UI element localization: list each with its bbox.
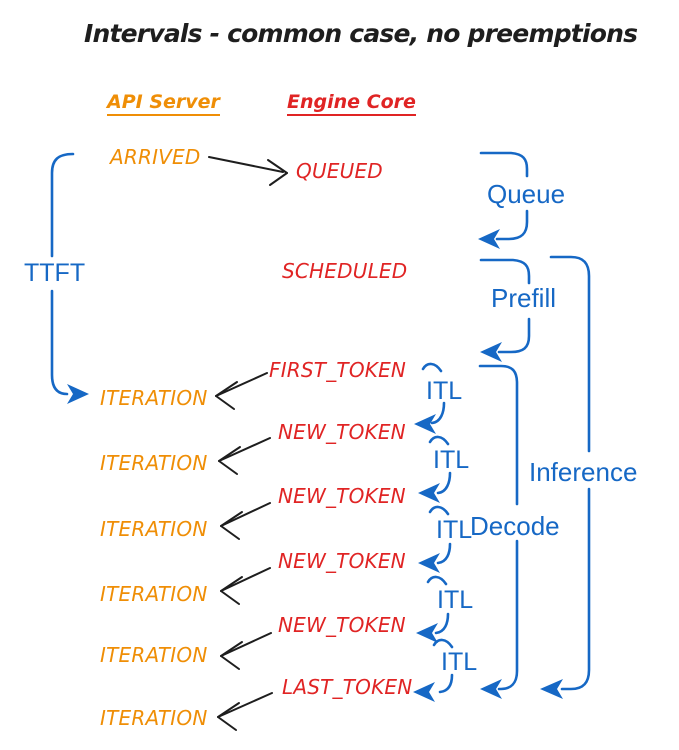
itl-arrowhead-icon — [416, 623, 438, 643]
engine-core-column-header: Engine Core — [287, 92, 416, 116]
itl-arrowhead-icon — [418, 483, 440, 503]
itl-bracket-4 — [416, 575, 450, 643]
event-first-token: FIRST_TOKEN — [269, 358, 407, 382]
event-iteration: ITERATION — [100, 517, 208, 541]
decode-arrowhead-icon — [480, 679, 502, 699]
arrow-new-token1-to-iteration — [218, 437, 271, 475]
interval-decode: Decode — [470, 511, 560, 541]
arrow-new-token3-to-iteration — [220, 567, 271, 605]
event-arrived: ARRIVED — [110, 145, 201, 169]
arrow-last-token-to-iteration — [217, 692, 273, 731]
event-new-token: NEW_TOKEN — [278, 484, 406, 508]
prefill-bracket — [479, 258, 531, 362]
arrow-new-token2-to-iteration — [220, 502, 271, 540]
diagram-title: Intervals - common case, no preemptions — [84, 19, 638, 48]
itl-bracket-5 — [413, 638, 454, 702]
ttft-arrowhead-icon — [67, 384, 89, 404]
event-iteration: ITERATION — [100, 706, 208, 730]
event-iteration: ITERATION — [100, 451, 208, 475]
queue-bracket — [478, 151, 529, 249]
interval-itl: ITL — [426, 377, 463, 405]
interval-itl: ITL — [436, 516, 473, 544]
inference-arrowhead-icon — [540, 679, 563, 699]
event-new-token: NEW_TOKEN — [278, 420, 406, 444]
ttft-bracket — [50, 152, 89, 404]
event-new-token: NEW_TOKEN — [278, 613, 406, 637]
event-new-token: NEW_TOKEN — [278, 549, 406, 573]
arrow-arrived-to-queued — [208, 156, 288, 186]
interval-itl: ITL — [437, 586, 474, 614]
itl-bracket-3 — [418, 505, 452, 573]
interval-itl: ITL — [433, 446, 470, 474]
itl-bracket-1 — [414, 362, 446, 434]
itl-arrowhead-icon — [414, 414, 436, 434]
arrow-new-token4-to-iteration — [220, 632, 272, 670]
itl-arrowhead-icon — [418, 553, 440, 573]
itl-arrowhead-icon — [413, 682, 435, 702]
event-scheduled: SCHEDULED — [282, 259, 408, 283]
event-queued: QUEUED — [296, 159, 383, 183]
arrow-first-token-to-iteration — [215, 372, 268, 410]
queue-arrowhead-icon — [478, 229, 500, 249]
event-iteration: ITERATION — [100, 386, 208, 410]
inference-bracket — [540, 255, 591, 699]
prefill-arrowhead-icon — [480, 342, 502, 362]
interval-ttft: TTFT — [24, 259, 86, 287]
interval-queue: Queue — [487, 179, 566, 209]
interval-prefill: Prefill — [491, 283, 557, 313]
interval-itl: ITL — [441, 648, 478, 676]
event-last-token: LAST_TOKEN — [282, 675, 413, 699]
interval-inference: Inference — [529, 457, 638, 487]
itl-bracket-2 — [418, 435, 452, 503]
event-iteration: ITERATION — [100, 643, 208, 667]
decode-bracket — [478, 364, 519, 699]
api-server-column-header: API Server — [107, 92, 220, 116]
event-iteration: ITERATION — [100, 582, 208, 606]
